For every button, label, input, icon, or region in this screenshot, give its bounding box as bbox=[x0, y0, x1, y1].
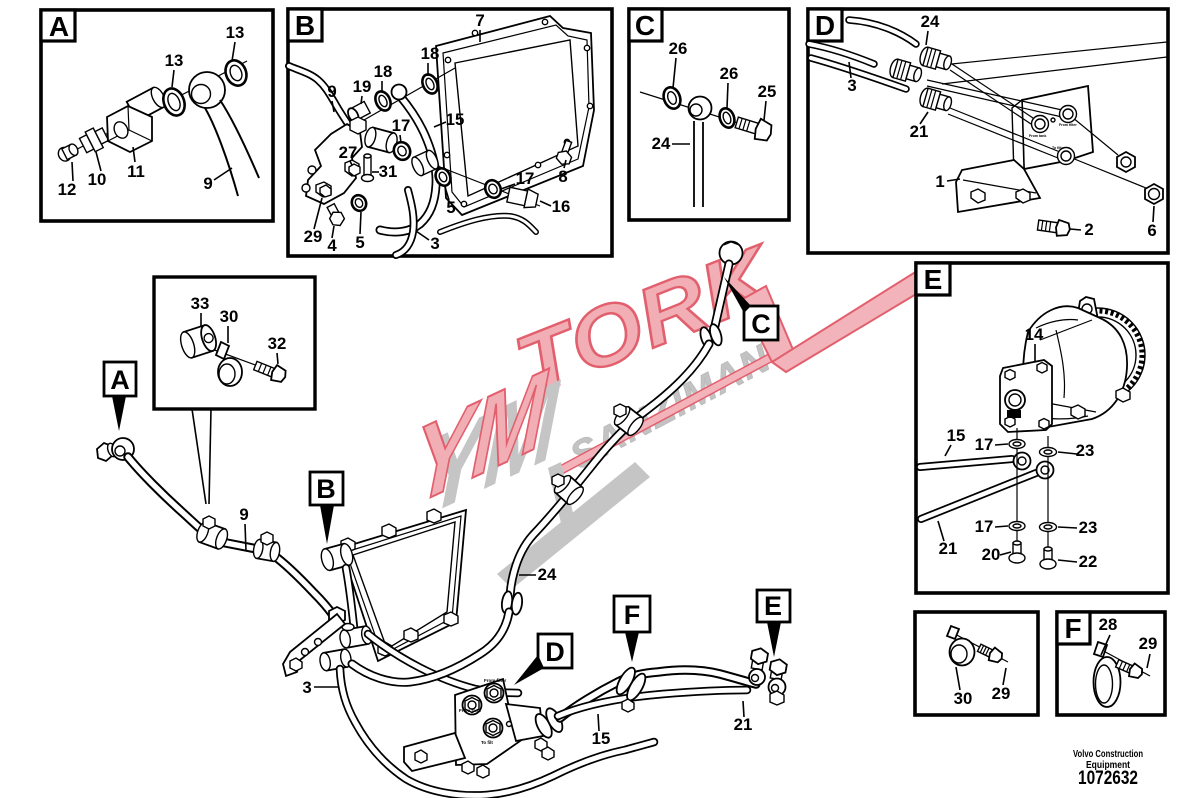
svg-text:20: 20 bbox=[982, 545, 1001, 564]
svg-text:From filter: From filter bbox=[484, 678, 507, 683]
svg-text:7: 7 bbox=[475, 11, 484, 30]
svg-text:14: 14 bbox=[1025, 325, 1044, 344]
svg-text:B: B bbox=[316, 474, 336, 504]
svg-text:29: 29 bbox=[1139, 634, 1158, 653]
svg-text:17: 17 bbox=[392, 116, 411, 135]
svg-text:1: 1 bbox=[935, 172, 944, 191]
svg-text:27: 27 bbox=[339, 143, 358, 162]
svg-text:9: 9 bbox=[239, 505, 248, 524]
svg-text:D: D bbox=[545, 637, 565, 667]
svg-text:13: 13 bbox=[226, 23, 245, 42]
svg-text:30: 30 bbox=[954, 689, 973, 708]
svg-text:16: 16 bbox=[552, 197, 571, 216]
svg-text:To filt: To filt bbox=[1052, 146, 1062, 150]
svg-text:B: B bbox=[295, 10, 315, 41]
svg-text:21: 21 bbox=[734, 715, 753, 734]
svg-text:A: A bbox=[49, 11, 69, 42]
svg-text:17: 17 bbox=[975, 517, 994, 536]
svg-text:E: E bbox=[924, 264, 943, 295]
svg-text:From tank: From tank bbox=[459, 708, 481, 713]
svg-text:26: 26 bbox=[720, 64, 739, 83]
svg-text:22: 22 bbox=[1079, 552, 1098, 571]
svg-text:9: 9 bbox=[203, 174, 212, 193]
svg-text:11: 11 bbox=[127, 162, 145, 181]
svg-text:28: 28 bbox=[1099, 615, 1118, 634]
svg-text:4: 4 bbox=[327, 236, 337, 255]
svg-text:15: 15 bbox=[446, 110, 465, 129]
svg-text:10: 10 bbox=[88, 170, 107, 189]
svg-text:3: 3 bbox=[847, 76, 856, 95]
svg-text:17: 17 bbox=[516, 169, 535, 188]
svg-text:C: C bbox=[751, 309, 771, 339]
svg-text:3: 3 bbox=[302, 678, 311, 697]
svg-text:F: F bbox=[624, 600, 641, 630]
svg-text:9: 9 bbox=[327, 82, 336, 101]
svg-text:E: E bbox=[764, 591, 782, 621]
svg-text:24: 24 bbox=[538, 565, 557, 584]
svg-text:33: 33 bbox=[191, 294, 210, 313]
svg-text:18: 18 bbox=[421, 44, 440, 63]
svg-text:5: 5 bbox=[355, 233, 364, 252]
svg-text:15: 15 bbox=[947, 426, 966, 445]
svg-text:6: 6 bbox=[1147, 221, 1156, 240]
svg-text:30: 30 bbox=[220, 307, 239, 326]
svg-text:32: 32 bbox=[268, 334, 287, 353]
svg-text:A: A bbox=[110, 365, 130, 395]
svg-text:17: 17 bbox=[975, 435, 994, 454]
svg-text:25: 25 bbox=[758, 82, 777, 101]
svg-text:8: 8 bbox=[558, 167, 567, 186]
svg-text:1072632: 1072632 bbox=[1078, 768, 1138, 789]
svg-text:31: 31 bbox=[379, 162, 398, 181]
svg-text:18: 18 bbox=[374, 62, 393, 81]
svg-text:Equipment: Equipment bbox=[1086, 760, 1131, 771]
svg-text:24: 24 bbox=[921, 12, 940, 31]
svg-text:D: D bbox=[815, 10, 835, 41]
svg-text:21: 21 bbox=[910, 122, 929, 141]
svg-text:21: 21 bbox=[939, 539, 958, 558]
svg-text:To filt: To filt bbox=[481, 740, 493, 745]
svg-text:12: 12 bbox=[58, 180, 77, 199]
svg-text:24: 24 bbox=[652, 134, 671, 153]
svg-text:C: C bbox=[635, 10, 655, 41]
svg-text:From filter: From filter bbox=[1059, 123, 1077, 127]
svg-text:15: 15 bbox=[592, 729, 611, 748]
svg-text:Volvo Construction: Volvo Construction bbox=[1073, 749, 1143, 760]
svg-text:F: F bbox=[1064, 613, 1081, 644]
svg-text:29: 29 bbox=[304, 227, 323, 246]
svg-text:From tank: From tank bbox=[1029, 134, 1046, 138]
svg-text:13: 13 bbox=[165, 51, 184, 70]
svg-text:5: 5 bbox=[446, 198, 455, 217]
svg-text:23: 23 bbox=[1076, 441, 1095, 460]
svg-text:26: 26 bbox=[669, 39, 688, 58]
svg-text:29: 29 bbox=[992, 684, 1011, 703]
svg-text:3: 3 bbox=[430, 234, 439, 253]
svg-text:23: 23 bbox=[1079, 518, 1098, 537]
svg-text:2: 2 bbox=[1084, 220, 1093, 239]
svg-text:19: 19 bbox=[353, 77, 372, 96]
